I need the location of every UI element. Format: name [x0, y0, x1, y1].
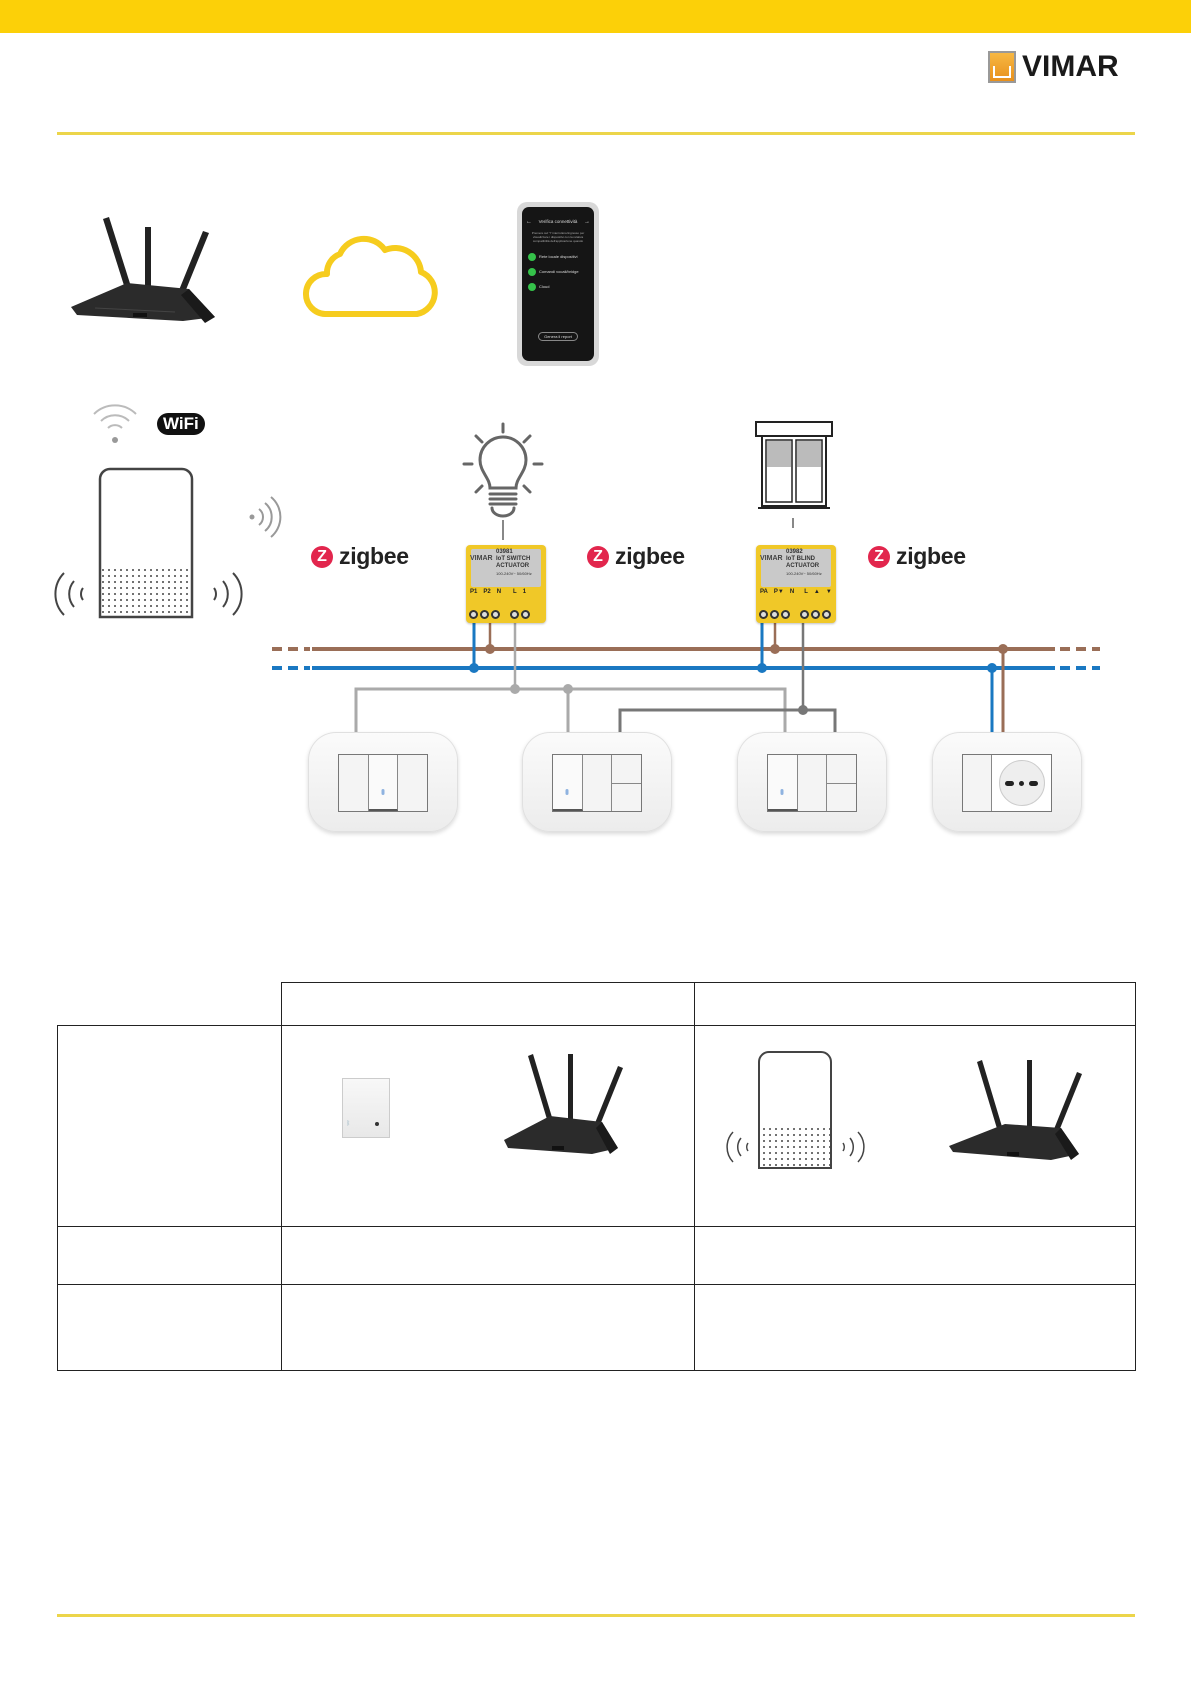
terminal-screws — [469, 610, 530, 619]
table-cell — [693, 1284, 1136, 1371]
table-header-row — [57, 982, 1136, 1026]
zigbee-logo: Z zigbee — [311, 543, 409, 570]
actuator-terminal-labels: P1 P2 N L 1 — [470, 589, 526, 595]
wall-switch-plate — [522, 732, 672, 832]
table-cell — [280, 1284, 695, 1371]
wall-switch-plate — [737, 732, 887, 832]
actuator-code: 03981 — [496, 549, 513, 555]
wifi-badge: WiFi — [157, 413, 205, 435]
zigbee-icon: Z — [587, 545, 609, 568]
phone-item[interactable]: Rete locale dispositivi — [528, 249, 590, 264]
phone-title: Verifica connettività — [538, 219, 578, 224]
zigbee-label: zigbee — [615, 543, 685, 569]
phone-screen: Verifica connettività ← → Premere sul "i… — [522, 207, 594, 361]
actuator-face — [471, 549, 541, 587]
table-row-label — [57, 1284, 282, 1371]
phone-item-label: Cloud — [539, 284, 550, 289]
table-cell-speaker-router — [693, 1025, 1136, 1227]
phone-item-label: Rete locale dispositivi — [539, 254, 578, 259]
actuator-rating: 100-240V~ 50/60Hz — [786, 571, 822, 576]
phone-item[interactable]: Comandi vocali/bridge — [528, 264, 590, 279]
actuator-code-block: 03981 IoT SWITCH ACTUATOR 100-240V~ 50/6… — [496, 549, 536, 577]
table-row-label — [57, 1226, 282, 1285]
window-blind-icon — [755, 421, 833, 528]
smart-speaker-icon — [725, 1051, 865, 1169]
actuator-brand: VIMAR — [470, 555, 493, 562]
zigbee-label: zigbee — [896, 543, 966, 569]
actuator-name: IoT BLIND ACTUATOR — [786, 556, 820, 569]
actuator-face — [761, 549, 831, 587]
header-rule — [57, 132, 1135, 135]
terminal-label: N — [496, 589, 502, 595]
top-accent-bar — [0, 0, 1191, 33]
blind-actuator: VIMAR 03982 IoT BLIND ACTUATOR 100-240V~… — [756, 545, 836, 623]
status-ok-icon — [528, 267, 536, 276]
terminal-screws — [759, 610, 831, 619]
actuator-code-block: 03982 IoT BLIND ACTUATOR 100-240V~ 50/60… — [786, 549, 826, 577]
wall-switch-plate — [308, 732, 458, 832]
table-cell — [280, 1226, 695, 1285]
table-row — [57, 1284, 1136, 1371]
phone-item[interactable]: Cloud — [528, 279, 590, 294]
led-indicator — [780, 789, 784, 795]
actuator-code: 03982 — [786, 549, 803, 555]
actuator-brand: VIMAR — [760, 555, 783, 562]
actuator-terminal-labels: PA P▼ N L ▲ ▼ — [760, 589, 832, 595]
vimar-logo-text: VIMAR — [1022, 50, 1119, 83]
vimar-logo: VIMAR — [988, 50, 1119, 84]
terminal-label: P2 — [483, 589, 491, 595]
actuator-rating: 100-240V~ 50/60Hz — [496, 571, 532, 576]
terminal-label: 1 — [522, 589, 527, 595]
back-arrow-icon[interactable]: ← — [526, 219, 532, 225]
gateway-device-image: ᛒ — [341, 1078, 390, 1138]
cloud-icon — [302, 235, 438, 317]
table-row-label — [57, 1025, 282, 1227]
terminal-label: ▲ — [813, 589, 820, 595]
smart-speaker-icon — [54, 467, 282, 619]
phone-intro: Premere sul "i" interruttore/ingresso pe… — [531, 231, 585, 244]
terminal-label: ▼ — [825, 589, 832, 595]
status-ok-icon — [528, 282, 536, 291]
terminal-label: L — [804, 589, 808, 595]
table-header-cell — [693, 982, 1136, 1026]
wifi-icon — [93, 404, 137, 443]
zigbee-logo: Z zigbee — [587, 543, 685, 570]
terminal-label: P1 — [470, 589, 478, 595]
zigbee-logo: Z zigbee — [868, 543, 966, 570]
zigbee-icon: Z — [868, 545, 890, 568]
terminal-label: N — [789, 589, 795, 595]
vimar-logo-icon — [988, 51, 1016, 83]
table-row — [57, 1226, 1136, 1285]
table-cell — [693, 1226, 1136, 1285]
terminal-label: P▼ — [773, 589, 784, 595]
zigbee-icon: Z — [311, 545, 333, 568]
router-image — [948, 1060, 1082, 1160]
bluetooth-icon: ᛒ — [346, 1121, 351, 1127]
table-header-cell — [57, 982, 281, 1026]
router-image — [71, 217, 215, 323]
switch-actuator: VIMAR 03981 IoT SWITCH ACTUATOR 100-240V… — [466, 545, 546, 623]
table-row: ᛒ — [57, 1025, 1136, 1227]
generate-report-button[interactable]: Genera il report — [538, 332, 578, 341]
phone-item-label: Comandi vocali/bridge — [539, 269, 579, 274]
wiring-diagram — [272, 600, 1100, 732]
led-indicator — [565, 789, 569, 795]
table-header-cell — [280, 982, 695, 1026]
light-bulb-icon — [462, 422, 544, 540]
actuator-name: IoT SWITCH ACTUATOR — [496, 556, 531, 569]
zigbee-label: zigbee — [339, 543, 409, 569]
phone-item-list: Rete locale dispositivi Comandi vocali/b… — [528, 249, 590, 294]
status-ok-icon — [528, 252, 536, 261]
socket-outlet-icon — [998, 760, 1045, 806]
comparison-table: ᛒ — [57, 982, 1136, 1371]
terminal-label: PA — [760, 589, 768, 595]
led-indicator — [381, 789, 385, 795]
terminal-label: L — [513, 589, 517, 595]
footer-rule — [57, 1614, 1135, 1617]
forward-arrow-icon[interactable]: → — [584, 219, 590, 225]
wall-socket-plate — [932, 732, 1082, 832]
smartphone-app-screen: Verifica connettività ← → Premere sul "i… — [517, 202, 599, 366]
table-cell-gateway-router: ᛒ — [280, 1025, 695, 1227]
router-image — [503, 1054, 623, 1154]
